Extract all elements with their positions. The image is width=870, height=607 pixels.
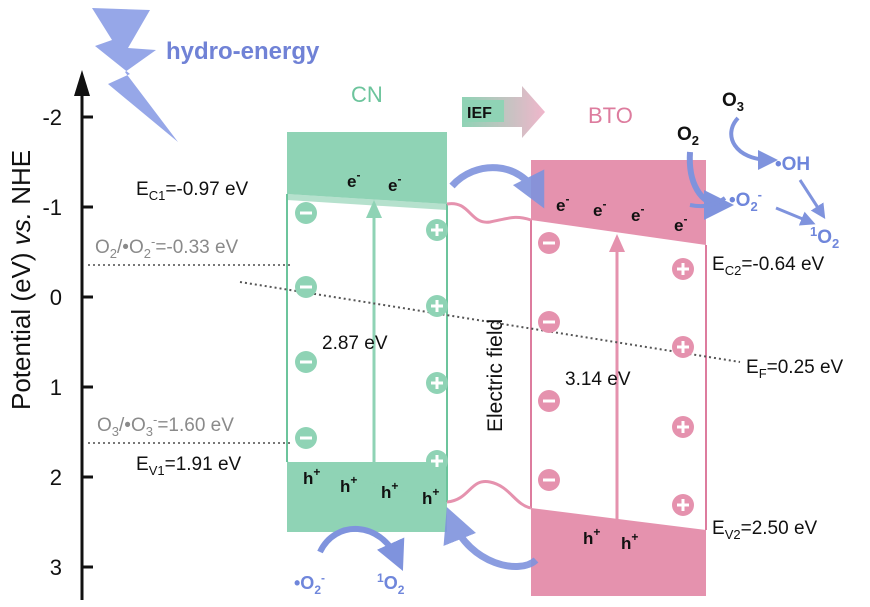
superoxide-to-singlet-arrow	[317, 526, 405, 571]
cb-transfer-arrow	[449, 164, 545, 209]
minus-icon	[295, 276, 317, 298]
cn-name: CN	[351, 82, 383, 107]
cn-gap-label: 2.87 eV	[322, 333, 388, 354]
ief-arrow: IEF	[462, 86, 545, 138]
svg-text:IEF: IEF	[467, 105, 492, 122]
top-superoxide: •O2-	[729, 187, 762, 214]
axis-tick-label: -2	[42, 105, 62, 130]
minus-icon	[538, 232, 560, 254]
oh-radical: •OH	[775, 154, 810, 175]
electric-field-label: Electric field	[484, 319, 507, 432]
bottom-superoxide: •O2-	[294, 571, 325, 597]
o3-species: O3	[722, 90, 744, 114]
electron-to-o2-arrow	[689, 196, 727, 209]
plus-icon	[672, 494, 694, 516]
electron: e-	[388, 172, 401, 195]
potential-axis: -2 -1 0 1 2 3	[42, 70, 93, 600]
hole: h+	[303, 465, 320, 488]
superoxide-to-singlet-arrow-top	[775, 206, 816, 226]
electron: e-	[347, 168, 360, 191]
ev1-label: EV1=1.91 eV	[136, 454, 242, 478]
o3-to-oh-arrow	[729, 116, 778, 170]
bto-name: BTO	[588, 103, 633, 128]
electron: e-	[674, 212, 687, 235]
top-singlet-oxygen: 1O2	[810, 224, 839, 251]
hole: h+	[340, 473, 357, 496]
axis-tick-label: 0	[50, 285, 62, 310]
vb-junction	[446, 480, 532, 510]
bto-minus-signs	[538, 232, 560, 491]
axis-tick-label: 1	[50, 375, 62, 400]
minus-icon	[295, 351, 317, 373]
plus-icon	[672, 258, 694, 280]
hole: h+	[621, 530, 638, 553]
o2-species: O2	[677, 124, 699, 148]
minus-icon	[538, 390, 560, 412]
plus-icon	[672, 416, 694, 438]
plus-icon	[672, 336, 694, 358]
o3-redox-label: O3/•O3-=1.60 eV	[97, 412, 234, 439]
vb-transfer-arrow	[443, 507, 539, 570]
ec1-label: EC1=-0.97 eV	[136, 179, 249, 203]
minus-icon	[295, 202, 317, 224]
ev2-label: EV2=2.50 eV	[712, 518, 818, 542]
electron: e-	[556, 192, 569, 215]
cn-plus-signs	[426, 219, 448, 472]
axis-label: Potential (eV) vs. NHE	[6, 150, 36, 410]
cn-band	[286, 132, 448, 532]
plus-icon	[426, 295, 448, 317]
axis-tick-label: 2	[50, 465, 62, 490]
hole: h+	[381, 479, 398, 502]
plus-icon	[426, 450, 448, 472]
cb-junction	[446, 202, 532, 224]
minus-icon	[538, 469, 560, 491]
electron: e-	[593, 197, 606, 220]
plus-icon	[426, 372, 448, 394]
o2-redox-label: O2/•O2-=-0.33 eV	[95, 234, 239, 261]
hole: h+	[583, 525, 600, 548]
hydro-energy-label: hydro-energy	[166, 38, 320, 65]
axis-tick-label: 3	[50, 555, 62, 580]
bto-gap-label: 3.14 eV	[565, 369, 631, 390]
fermi-label: EF=0.25 eV	[746, 357, 844, 381]
oh-to-singlet-arrow	[798, 179, 826, 220]
plus-icon	[426, 219, 448, 241]
electron: e-	[631, 202, 644, 225]
lightning-icon	[92, 8, 178, 142]
bottom-singlet-oxygen: 1O2	[377, 571, 405, 597]
minus-icon	[538, 311, 560, 333]
hole: h+	[422, 485, 439, 508]
minus-icon	[295, 427, 317, 449]
bto-plus-signs	[672, 258, 694, 516]
cn-minus-signs	[295, 202, 317, 449]
fermi-line	[239, 281, 741, 363]
ec2-label: EC2=-0.64 eV	[712, 254, 825, 278]
axis-tick-label: -1	[42, 195, 62, 220]
